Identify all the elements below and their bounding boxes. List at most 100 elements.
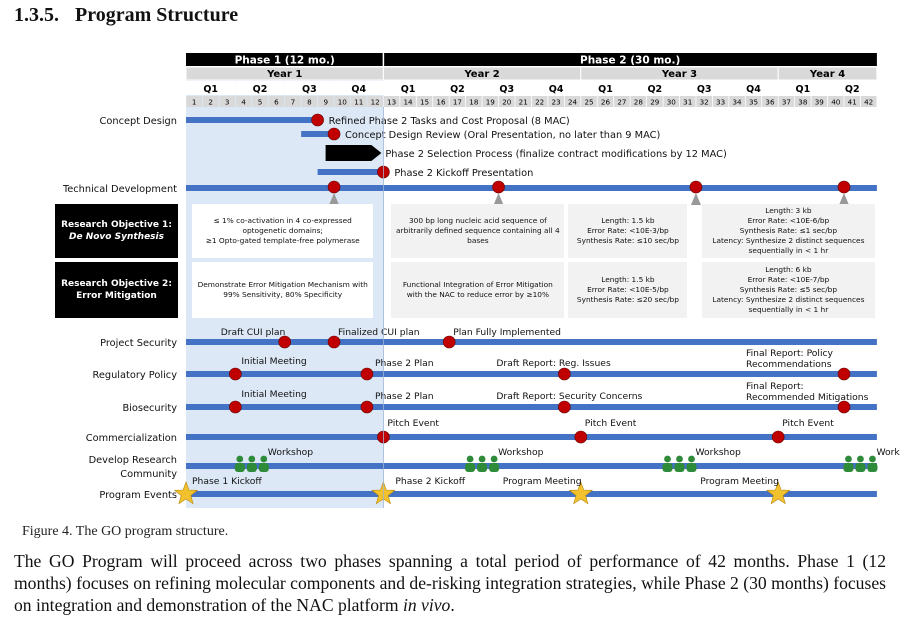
objective-number: Research Objective 1: [61, 220, 172, 230]
quarter-label: Q3 [302, 84, 317, 95]
concept-item-label: Concept Design Review (Oral Presentation… [345, 130, 660, 141]
workshop-person-body [686, 463, 697, 472]
row-label: Biosecurity [122, 403, 177, 414]
milestone-label: Draft Report: Security Concerns [496, 391, 642, 402]
month-cell [860, 96, 877, 107]
concept-bar [186, 117, 318, 123]
month-label: 22 [535, 98, 544, 107]
workshop-person-head [688, 455, 695, 463]
milestone-circle [837, 400, 851, 414]
month-cell [416, 96, 433, 107]
month-label: 7 [291, 98, 296, 107]
objective-number: Research Objective 2: [61, 279, 172, 289]
quarter-cell [334, 81, 384, 95]
track-bar [186, 404, 877, 410]
milestone-circle [837, 367, 851, 381]
milestone-triangle [329, 193, 340, 205]
quarter-label: Q1 [401, 84, 416, 95]
objective-target-cell: Functional Integration of Error Mitigati… [391, 262, 565, 318]
milestone-circle [837, 180, 851, 194]
month-label: 9 [324, 98, 329, 107]
month-cell [564, 96, 581, 107]
objective-target-cell: Length: 6 kb Error Rate: <10E-7/bp Synth… [701, 262, 875, 318]
quarter-cell [235, 81, 285, 95]
paragraph-text: The GO Program will proceed across two p… [14, 551, 886, 615]
objective-target-cell: Length: 1.5 kb Error Rate: <10E-5/bp Syn… [568, 262, 688, 318]
month-cell [433, 96, 449, 107]
month-cell [679, 96, 696, 107]
year-label: Year 2 [463, 69, 499, 80]
month-cell [318, 96, 334, 107]
month-cell [350, 96, 367, 107]
milestone-circle [229, 400, 242, 414]
paragraph-emphasis: in vivo [402, 595, 451, 615]
workshop-person-body [234, 463, 245, 472]
milestone-label: Workshop [696, 447, 741, 458]
workshop-person-body [855, 463, 866, 472]
milestone-label: Workshop [876, 447, 900, 458]
milestone-label: Program Meeting [503, 476, 582, 487]
month-label: 34 [732, 98, 742, 107]
milestone-circle [689, 180, 703, 194]
workshop-person-head [845, 455, 852, 463]
quarter-cell [531, 81, 581, 95]
phase-label: Phase 2 (30 mo.) [580, 55, 680, 67]
track-bar [186, 339, 877, 345]
month-cell [614, 96, 630, 107]
quarter-label: Q1 [203, 84, 218, 95]
month-label: 27 [617, 98, 626, 107]
quarter-cell [284, 81, 335, 95]
workshop-person-head [676, 455, 683, 463]
milestone-triangle [690, 193, 701, 205]
track-bar [186, 371, 877, 377]
month-label: 15 [420, 98, 429, 107]
workshop-person-body [662, 463, 673, 472]
milestone-circle [442, 335, 456, 349]
workshop-person-head [857, 455, 864, 463]
milestone-label: Initial Meeting [241, 356, 306, 367]
milestone-circle [492, 180, 505, 194]
month-label: 6 [274, 98, 279, 107]
quarter-cell [432, 81, 483, 95]
month-label: 26 [601, 98, 611, 107]
workshop-person-body [843, 463, 854, 472]
milestone-label: Phase 2 Plan [375, 358, 434, 369]
milestone-circle [229, 367, 242, 381]
quarter-label: Q1 [796, 84, 811, 95]
workshop-person-head [236, 455, 244, 463]
milestone-circle [311, 113, 324, 127]
paragraph-end: . [450, 595, 455, 615]
workshop-person-head [260, 455, 268, 463]
month-cell [630, 96, 647, 107]
workshop-person-head [466, 455, 474, 463]
milestone-circle [558, 400, 571, 414]
month-label: 42 [864, 98, 873, 107]
milestone-label: Draft CUI plan [221, 327, 286, 338]
quarter-cell [630, 81, 680, 95]
month-label: 18 [469, 98, 479, 107]
month-label: 38 [798, 98, 808, 107]
row-label: Project Security [100, 338, 177, 349]
track-bar [186, 491, 877, 497]
month-cell [597, 96, 614, 107]
body-paragraph: The GO Program will proceed across two p… [14, 550, 886, 616]
technical-bar [186, 185, 877, 191]
month-label: 21 [519, 98, 528, 107]
track-bar [186, 463, 877, 469]
quarter-label: Q2 [450, 84, 465, 95]
month-label: 39 [815, 98, 825, 107]
program-event-star [173, 481, 199, 505]
concept-arrow [325, 145, 382, 161]
month-label: 2 [208, 98, 213, 107]
month-cell [745, 96, 762, 107]
objective-name: De Novo Synthesis [69, 232, 164, 242]
row-label: Community [120, 469, 177, 480]
row-label: Program Events [99, 490, 177, 501]
month-cell [482, 96, 499, 107]
workshop-person-body [258, 463, 269, 472]
month-cell [285, 96, 301, 107]
objective-name: Error Mitigation [76, 291, 157, 301]
month-cell [581, 96, 597, 107]
month-label: 10 [338, 98, 348, 107]
